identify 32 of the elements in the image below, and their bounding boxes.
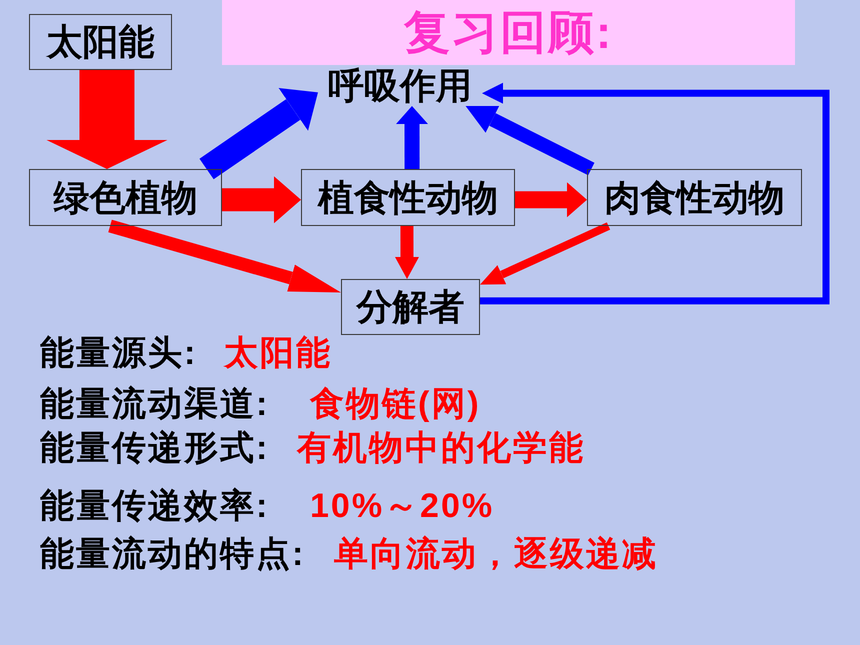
term-label: 能量流动渠道:: [40, 384, 270, 424]
arrow: [480, 222, 610, 285]
node-label: 太阳能: [46, 22, 154, 62]
arrow: [466, 106, 594, 176]
arrow: [394, 226, 419, 279]
answer-text: 食物链(网): [310, 384, 481, 424]
slide-title: 复习回顾:: [222, 0, 795, 65]
process-box: [29, 169, 222, 226]
term-label: 能量传递形式:: [40, 428, 270, 468]
arrow: [46, 70, 168, 169]
answer-text: 10%～20%: [310, 486, 494, 526]
arrow: [396, 106, 428, 169]
node-label: 植食性动物: [318, 178, 498, 218]
arrow: [480, 82, 830, 304]
process-box: [341, 279, 480, 335]
node-label: 分解者: [356, 287, 464, 327]
term-label: 能量流动的特点:: [40, 534, 306, 574]
process-box: [587, 169, 802, 226]
arrow: [222, 176, 301, 224]
arrow: [108, 220, 341, 292]
arrow: [515, 182, 587, 218]
process-box: [301, 169, 515, 226]
term-label: 能量传递效率:: [40, 486, 270, 526]
answer-text: 太阳能: [224, 333, 332, 373]
arrow: [199, 88, 318, 180]
answer-text: 单向流动，逐级递减: [334, 534, 658, 574]
node-label: 呼吸作用: [318, 66, 482, 106]
process-box: [29, 14, 172, 70]
node-label: 绿色植物: [54, 178, 198, 218]
node-label: 肉食性动物: [604, 178, 784, 218]
term-label: 能量源头:: [40, 333, 198, 373]
answer-text: 有机物中的化学能: [297, 428, 585, 468]
